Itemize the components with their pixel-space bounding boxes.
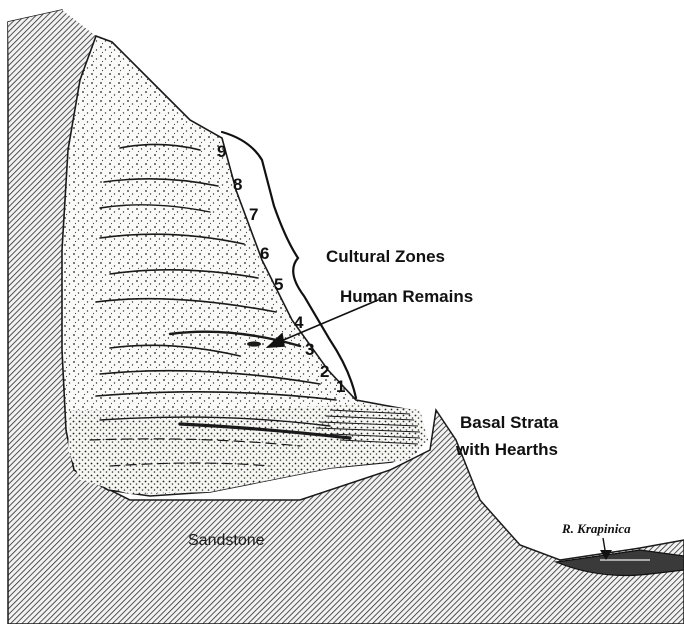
zone-number-7: 7 xyxy=(249,205,258,224)
zone-number-4: 4 xyxy=(294,313,304,332)
remains-mark xyxy=(247,341,261,346)
zone-number-1: 1 xyxy=(336,377,345,396)
zone-number-9: 9 xyxy=(217,142,226,161)
river-label: R. Krapinica xyxy=(561,521,631,536)
zone-number-6: 6 xyxy=(260,244,269,263)
sandstone-label: Sandstone xyxy=(188,532,265,549)
basal-strata-label-line2: with Hearths xyxy=(455,440,558,459)
basal-strata-label-line1: Basal Strata xyxy=(460,413,559,432)
zone-number-5: 5 xyxy=(274,275,283,294)
zone-number-3: 3 xyxy=(305,340,314,359)
cultural-zones-label: Cultural Zones xyxy=(326,247,445,266)
zone-number-2: 2 xyxy=(320,362,329,381)
human-remains-label: Human Remains xyxy=(340,287,473,306)
zone-number-8: 8 xyxy=(233,175,242,194)
